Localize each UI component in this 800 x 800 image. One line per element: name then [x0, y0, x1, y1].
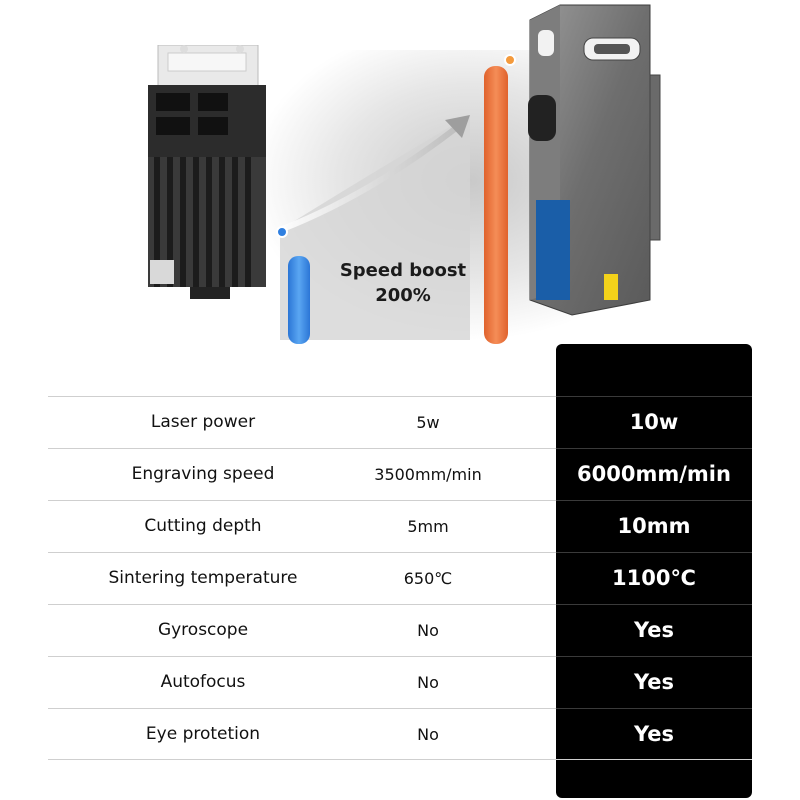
growth-arrow-head [445, 115, 470, 138]
row-label: Laser power [150, 412, 256, 432]
row-label: Cutting depth [144, 516, 262, 536]
new-value: Yes [633, 722, 675, 746]
laser-warning-sticker [604, 274, 618, 300]
new-value: 6000mm/min [577, 462, 731, 486]
table-row: Eye protetion No Yes [48, 708, 752, 760]
row-label: Autofocus [160, 672, 246, 692]
old-value: 5mm [407, 517, 449, 536]
old-value: No [417, 621, 439, 640]
protective-window [536, 200, 570, 300]
old-laser-module-image [148, 45, 266, 299]
row-label: Eye protetion [145, 724, 261, 744]
new-value: 1100℃ [612, 566, 696, 590]
row-label: Sintering temperature [108, 568, 298, 588]
table-row: Gyroscope No Yes [48, 604, 752, 656]
speed-comparison-bars [276, 54, 516, 344]
old-value: No [417, 673, 439, 692]
table-row: Cutting depth 5mm 10mm [48, 500, 752, 552]
old-value: No [417, 725, 439, 744]
new-value: Yes [633, 618, 675, 642]
new-value: Yes [633, 670, 675, 694]
new-speed-bar [484, 66, 508, 344]
new-speed-dot [504, 54, 516, 66]
growth-arrow-line [278, 122, 462, 233]
old-module-label-sticker [150, 260, 174, 284]
row-label: Gyroscope [157, 620, 249, 640]
speed-boost-label: Speed boost 200% [318, 258, 488, 308]
new-value: 10w [629, 410, 679, 434]
old-speed-dot [276, 226, 288, 238]
focus-knob [528, 95, 556, 141]
new-value: 10mm [617, 514, 691, 538]
comparison-table: Laser power 5w 10w Engraving speed 3500m… [48, 396, 752, 760]
table-row: Laser power 5w 10w [48, 396, 752, 448]
table-row: Sintering temperature 650℃ 1100℃ [48, 552, 752, 604]
table-row: Engraving speed 3500mm/min 6000mm/min [48, 448, 752, 500]
new-model-column-highlight [556, 344, 752, 798]
old-speed-bar [288, 256, 310, 344]
row-label: Engraving speed [131, 464, 275, 484]
table-row: Autofocus No Yes [48, 656, 752, 708]
speed-boost-title: Speed boost [339, 260, 467, 281]
old-value: 650℃ [403, 569, 453, 588]
speed-boost-value: 200% [375, 285, 431, 306]
old-value: 3500mm/min [374, 465, 482, 484]
old-value: 5w [416, 413, 440, 432]
new-laser-module-image [528, 4, 661, 316]
